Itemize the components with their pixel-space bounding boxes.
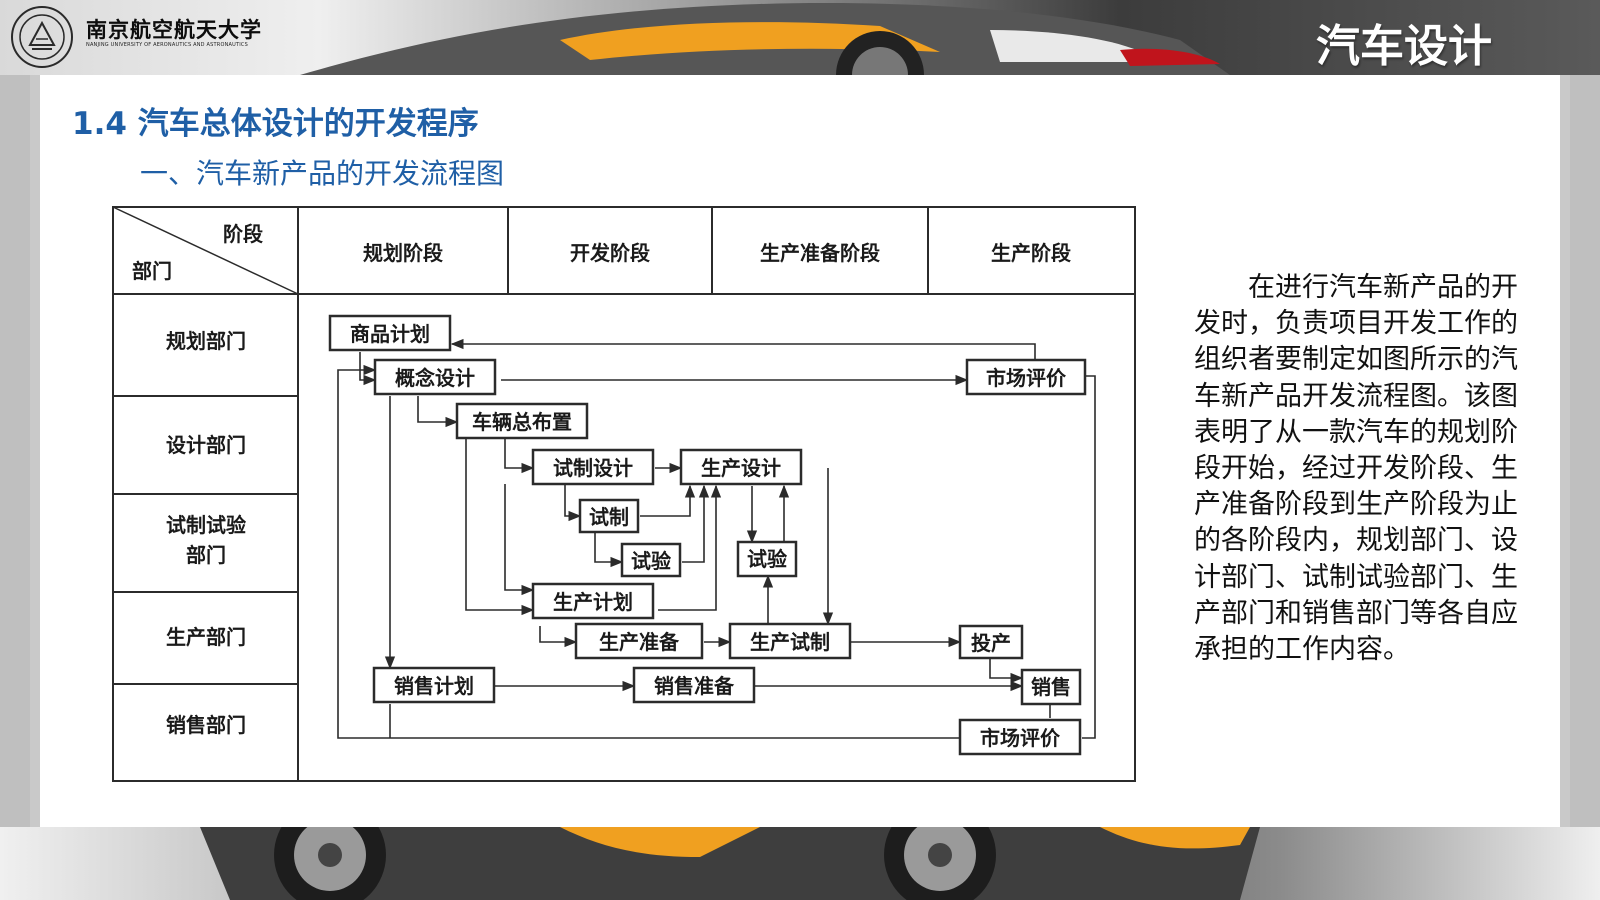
node-test-2: 试验 xyxy=(736,540,798,578)
node-sales-prep: 销售准备 xyxy=(632,666,756,704)
description-paragraph: 在进行汽车新产品的开发时，负责项目开发工作的组织者要制定如图所示的汽车新产品开发… xyxy=(1194,272,1518,666)
svg-text:销售准备: 销售准备 xyxy=(654,674,735,698)
corner-dept-label: 部门 xyxy=(132,259,172,283)
svg-text:试制: 试制 xyxy=(589,505,629,529)
node-trial-production: 生产试制 xyxy=(728,622,852,660)
dept-trial-test-2: 部门 xyxy=(186,543,226,567)
svg-text:试制设计: 试制设计 xyxy=(553,456,633,480)
svg-text:生产计划: 生产计划 xyxy=(553,590,633,614)
svg-text:试验: 试验 xyxy=(747,547,787,571)
section-subtitle: 一、汽车新产品的开发流程图 xyxy=(140,157,505,190)
node-concept-design: 概念设计 xyxy=(373,358,497,396)
node-sales: 销售 xyxy=(1020,668,1082,706)
node-test-1: 试验 xyxy=(620,542,682,578)
svg-text:试验: 试验 xyxy=(631,549,671,573)
node-product-plan: 商品计划 xyxy=(328,314,452,352)
svg-text:生产准备: 生产准备 xyxy=(599,630,680,654)
dept-trial-test: 试制试验 xyxy=(166,513,246,537)
svg-text:销售: 销售 xyxy=(1031,675,1071,699)
flow-nodes: 商品计划 概念设计 市场评价 车辆总布置 试制设计 生产设计 试制 试验 xyxy=(328,314,1087,756)
svg-text:车辆总布置: 车辆总布置 xyxy=(472,410,572,434)
university-name: 南京航空航天大学 xyxy=(86,17,262,42)
car-illustration-top xyxy=(300,3,1230,75)
svg-text:市场评价: 市场评价 xyxy=(980,726,1061,750)
node-launch: 投产 xyxy=(958,624,1024,660)
flow-connectors xyxy=(337,338,1096,739)
dept-production: 生产部门 xyxy=(166,625,246,649)
footer-banner xyxy=(0,827,1600,900)
corner-stage-label: 阶段 xyxy=(223,222,263,246)
dept-design: 设计部门 xyxy=(166,433,246,457)
svg-text:生产试制: 生产试制 xyxy=(750,630,830,654)
university-logo-icon xyxy=(11,6,73,68)
node-trial: 试制 xyxy=(578,498,640,534)
svg-text:商品计划: 商品计划 xyxy=(350,322,430,346)
stage-production: 生产阶段 xyxy=(991,241,1071,265)
table-grid xyxy=(112,206,1136,782)
section-title: 1.4 汽车总体设计的开发程序 xyxy=(72,106,479,142)
header-banner: 南京航空航天大学 NANJING UNIVERSITY OF AERONAUTI… xyxy=(0,0,1600,75)
node-sales-plan: 销售计划 xyxy=(372,666,496,704)
svg-text:概念设计: 概念设计 xyxy=(395,366,475,390)
car-illustration-bottom xyxy=(200,827,1260,900)
dept-planning: 规划部门 xyxy=(166,329,246,353)
stage-production-prep: 生产准备阶段 xyxy=(760,241,880,265)
svg-text:生产设计: 生产设计 xyxy=(701,456,781,480)
course-title: 汽车设计 xyxy=(1316,21,1492,72)
university-english-name: NANJING UNIVERSITY OF AERONAUTICS AND AS… xyxy=(86,42,248,48)
node-market-eval-bottom: 市场评价 xyxy=(958,718,1082,756)
svg-text:投产: 投产 xyxy=(971,631,1011,655)
node-market-eval-top: 市场评价 xyxy=(965,358,1087,396)
stage-planning: 规划阶段 xyxy=(363,241,443,265)
node-production-prep: 生产准备 xyxy=(574,622,704,660)
svg-text:市场评价: 市场评价 xyxy=(986,366,1067,390)
development-flowchart: 阶段 部门 规划阶段 开发阶段 生产准备阶段 生产阶段 规划部门 设计部门 试制… xyxy=(112,206,1136,782)
stage-development: 开发阶段 xyxy=(570,241,650,265)
node-production-design: 生产设计 xyxy=(679,448,803,486)
node-production-plan: 生产计划 xyxy=(531,582,655,620)
svg-text:销售计划: 销售计划 xyxy=(394,674,474,698)
node-vehicle-layout: 车辆总布置 xyxy=(455,402,589,440)
node-trial-design: 试制设计 xyxy=(531,448,655,486)
dept-sales: 销售部门 xyxy=(166,713,246,737)
